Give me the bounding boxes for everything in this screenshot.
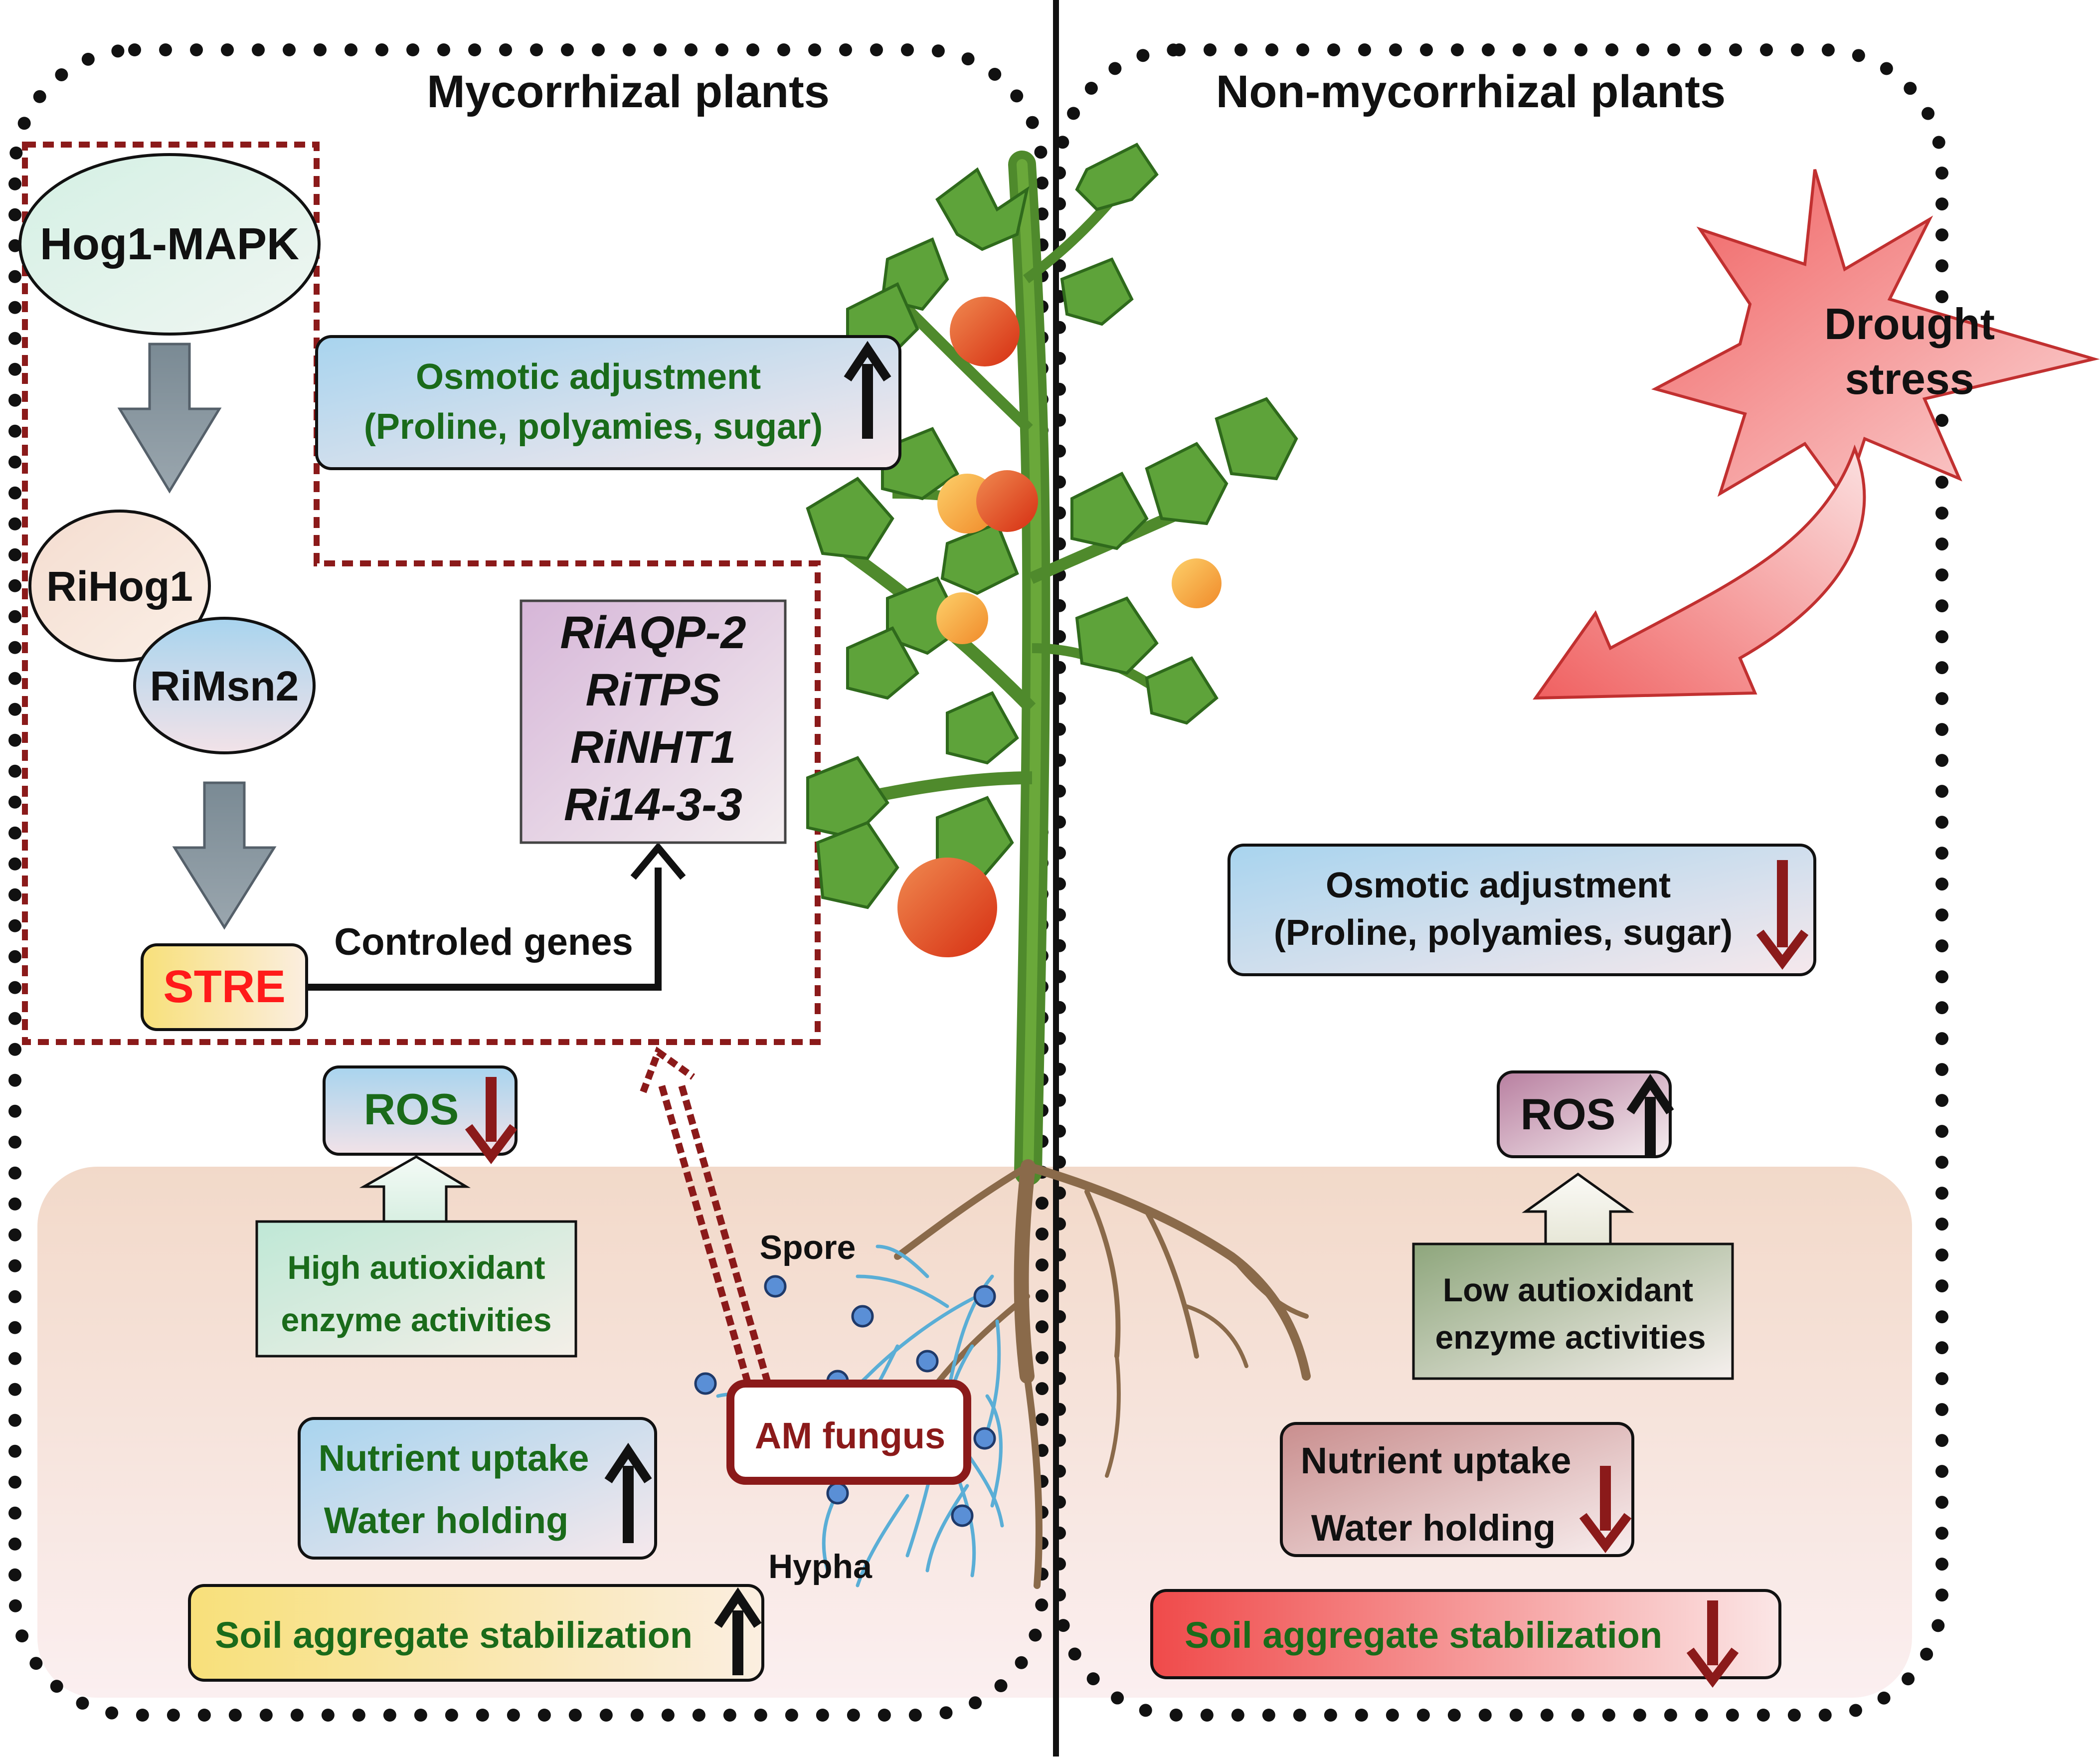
right-osmotic-down-arrow (1756, 860, 1809, 970)
left-enzyme-box (255, 1220, 577, 1358)
rihog1-label: RiHog1 (46, 563, 193, 610)
left-ros-down-arrow (465, 1077, 518, 1164)
controlled-genes-arrowhead (630, 842, 686, 880)
am-fungus-label: AM fungus (755, 1415, 945, 1456)
controlled-genes-label: Controled genes (334, 921, 633, 963)
left-water-label: Water holding (324, 1500, 569, 1541)
left-enzyme-line2: enzyme activities (281, 1301, 552, 1338)
right-osmotic-line1: Osmotic adjustment (1326, 866, 1671, 905)
right-enzyme-line1: Low autioxidant (1443, 1271, 1693, 1308)
left-osmotic-line2: (Proline, polyamies, sugar) (364, 407, 823, 447)
drought-curved-arrow (1533, 444, 1866, 700)
pathway-region-border (22, 142, 821, 1045)
left-osmotic-box (315, 335, 901, 470)
right-soil-box (1150, 1589, 1781, 1679)
left-soil-box (188, 1584, 764, 1682)
right-enzyme-line2: enzyme activities (1435, 1319, 1706, 1356)
right-hollow-arrow (1522, 1172, 1634, 1248)
left-ros-label: ROS (364, 1084, 459, 1134)
left-soil-label: Soil aggregate stabilization (215, 1614, 693, 1656)
right-panel-title: Non-mycorrhizal plants (1216, 66, 1726, 117)
right-soil-down-arrow (1686, 1600, 1739, 1688)
gene-1: RiAQP-2 (560, 607, 746, 658)
left-osmotic-up-arrow (844, 341, 891, 439)
left-soil-up-arrow (714, 1587, 762, 1675)
am-fungus-box (726, 1380, 971, 1485)
right-enzyme-box (1412, 1242, 1734, 1380)
right-ros-box (1497, 1070, 1672, 1158)
drought-stress-star (1651, 169, 2100, 502)
rihog1-node (28, 510, 211, 662)
rimsn2-label: RiMsn2 (150, 663, 299, 709)
left-enzyme-line1: High autioxidant (288, 1249, 545, 1286)
right-osmotic-box (1227, 844, 1816, 976)
right-water-label: Water holding (1311, 1507, 1556, 1549)
left-nutrient-label: Nutrient uptake (319, 1437, 589, 1479)
right-panel-border (1053, 43, 1948, 1722)
gene-3: RiNHT1 (570, 722, 736, 773)
left-osmotic-line1: Osmotic adjustment (416, 357, 761, 397)
gene-4: Ri14-3-3 (564, 779, 742, 830)
spore-label: Spore (760, 1229, 856, 1266)
controlled-genes-connector (307, 868, 662, 991)
rimsn2-node (133, 617, 316, 754)
gene-2: RiTPS (586, 665, 721, 715)
right-nutrient-down-arrow (1579, 1466, 1632, 1553)
right-osmotic-line2: (Proline, polyamies, sugar) (1274, 913, 1733, 953)
right-soil-label: Soil aggregate stabilization (1185, 1614, 1662, 1656)
drought-label-line2: stress (1845, 354, 1974, 403)
hypha-label: Hypha (768, 1548, 873, 1585)
left-panel-title: Mycorrhizal plants (427, 66, 830, 117)
drought-label-line1: Drought (1824, 299, 1995, 349)
right-nutrient-box (1280, 1422, 1634, 1557)
right-nutrient-label: Nutrient uptake (1301, 1440, 1572, 1481)
left-hollow-arrow (359, 1155, 471, 1223)
genes-box (520, 599, 787, 844)
left-nutrient-up-arrow (604, 1442, 652, 1543)
pathway-arrow-1 (117, 343, 222, 494)
stre-label: STRE (163, 961, 285, 1012)
hog1-mapk-label: Hog1-MAPK (40, 219, 299, 269)
right-ros-up-arrow (1626, 1073, 1674, 1157)
left-nutrient-box (298, 1417, 657, 1560)
hog1-mapk-node (18, 153, 321, 336)
fungus-signal-arrow (640, 1047, 784, 1427)
pathway-arrow-2 (172, 781, 277, 930)
right-ros-label: ROS (1521, 1089, 1616, 1139)
tomato-plant-illustration (806, 143, 1298, 1186)
